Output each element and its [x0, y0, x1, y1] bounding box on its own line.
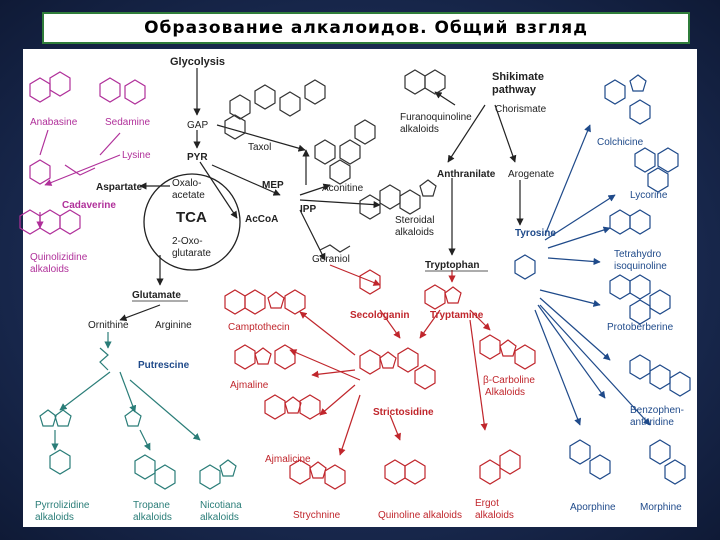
tryptamine-label: Tryptamine	[430, 310, 484, 321]
ornithine-pathway-arrows	[51, 332, 201, 451]
tyrosine-pathway-arrows	[534, 124, 651, 426]
arginine-label: Arginine	[155, 320, 192, 331]
tetrahydroisoquinoline-line2: isoquinoline	[614, 261, 667, 272]
tca-cycle-circle	[143, 173, 241, 271]
glutamate-label: Glutamate	[132, 290, 181, 301]
colchicine-label: Colchicine	[597, 137, 644, 148]
quinolizidine-line1: Quinolizidine	[30, 252, 88, 263]
steroidal-line2: alkaloids	[395, 227, 434, 238]
ergot-line1: Ergot	[475, 498, 499, 509]
terpenoid-structures	[224, 69, 446, 253]
beta-carboline-line1: β-Carboline	[483, 375, 535, 386]
lysine-label: Lysine	[122, 150, 151, 161]
beta-carboline-line2: Alkaloids	[485, 387, 525, 398]
nicotiana-line1: Nicotiana	[200, 500, 242, 511]
geraniol-label: Geraniol	[312, 254, 350, 265]
secologanin-label: Secologanin	[350, 310, 409, 321]
lycorine-label: Lycorine	[630, 190, 668, 201]
pyr-label: PYR	[187, 152, 208, 163]
tyrosine-label: Tyrosine	[515, 228, 556, 239]
gap-label: GAP	[187, 120, 208, 131]
aconitine-label: Aconitine	[322, 183, 364, 194]
title-banner: Образование алкалоидов. Общий взгляд	[42, 12, 690, 44]
red-labels: Camptothecin Secologanin Tryptamine Ajma…	[228, 310, 535, 521]
putrescine-label: Putrescine	[138, 360, 190, 371]
sedamine-label: Sedamine	[105, 117, 150, 128]
arogenate-label: Arogenate	[508, 169, 555, 180]
tryptophan-label: Tryptophan	[425, 260, 479, 271]
ajmaline-label: Ajmaline	[230, 380, 269, 391]
shikimate-line1: Shikimate	[492, 71, 544, 83]
cadaverine-label: Cadaverine	[62, 200, 116, 211]
anabasine-label: Anabasine	[30, 117, 78, 128]
anthranilate-label: Anthranilate	[437, 169, 496, 180]
shikimate-line2: pathway	[492, 84, 537, 96]
tca-label: TCA	[176, 209, 207, 226]
steroidal-line1: Steroidal	[395, 215, 434, 226]
blue-labels: Colchicine Lycorine Tetrahydro isoquinol…	[515, 137, 684, 513]
glutamate-labels: Glutamate Ornithine Arginine	[88, 290, 192, 331]
lysine-derived-structures	[19, 71, 146, 235]
chorismate-label: Chorismate	[495, 104, 547, 115]
quinoline-alkaloids-label: Quinoline alkaloids	[378, 510, 462, 521]
quinolizidine-line2: alkaloids	[30, 264, 69, 275]
tropane-line2: alkaloids	[133, 512, 172, 523]
furanoquinoline-line1: Furanoquinoline	[400, 112, 472, 123]
ajmalicine-label: Ajmalicine	[265, 454, 311, 465]
oxaloacetate-line2: acetate	[172, 190, 205, 201]
lysine-pathway-arrows	[36, 129, 121, 229]
ornithine-derived-structures	[39, 347, 237, 490]
ornithine-label: Ornithine	[88, 320, 129, 331]
aporphine-label: Aporphine	[570, 502, 616, 513]
magenta-labels: Anabasine Sedamine Lysine Cadaverine Qui…	[30, 117, 151, 275]
strychnine-label: Strychnine	[293, 510, 341, 521]
monoterpene-indole-arrows	[289, 264, 491, 456]
ipp-label: IPP	[300, 204, 316, 215]
tropane-line1: Tropane	[133, 500, 170, 511]
mep-label: MEP	[262, 180, 284, 191]
ergot-line2: alkaloids	[475, 510, 514, 521]
oxoglutarate-line2: glutarate	[172, 248, 211, 259]
taxol-label: Taxol	[248, 142, 271, 153]
glycolysis-label: Glycolysis	[170, 56, 225, 68]
oxaloacetate-line1: Oxalo-	[172, 178, 201, 189]
aspartate-label: Aspartate	[96, 182, 143, 193]
morphine-label: Morphine	[640, 502, 682, 513]
strictosidine-label: Strictosidine	[373, 407, 434, 418]
tetrahydroisoquinoline-line1: Tetrahydro	[614, 249, 662, 260]
nicotiana-line2: alkaloids	[200, 512, 239, 523]
camptothecin-label: Camptothecin	[228, 322, 290, 333]
pyrrolizidine-line2: alkaloids	[35, 512, 74, 523]
protoberberine-label: Protoberberine	[607, 322, 674, 333]
acetylcoa-label: AcCoA	[245, 214, 278, 225]
slide-title: Образование алкалоидов. Общий взгляд	[144, 18, 588, 38]
black-labels: Glycolysis GAP PYR Aspartate Oxalo- acet…	[96, 56, 555, 271]
pyrrolizidine-line1: Pyrrolizidine	[35, 500, 90, 511]
black-pathway-arrows	[119, 68, 524, 322]
benzophenanthridine-line1: Benzophen-	[630, 405, 684, 416]
oxoglutarate-line1: 2-Oxo-	[172, 236, 203, 247]
benzophenanthridine-line2: anthridine	[630, 417, 674, 428]
teal-labels: Putrescine Pyrrolizidine alkaloids Tropa…	[35, 360, 242, 523]
furanoquinoline-line2: alkaloids	[400, 124, 439, 135]
